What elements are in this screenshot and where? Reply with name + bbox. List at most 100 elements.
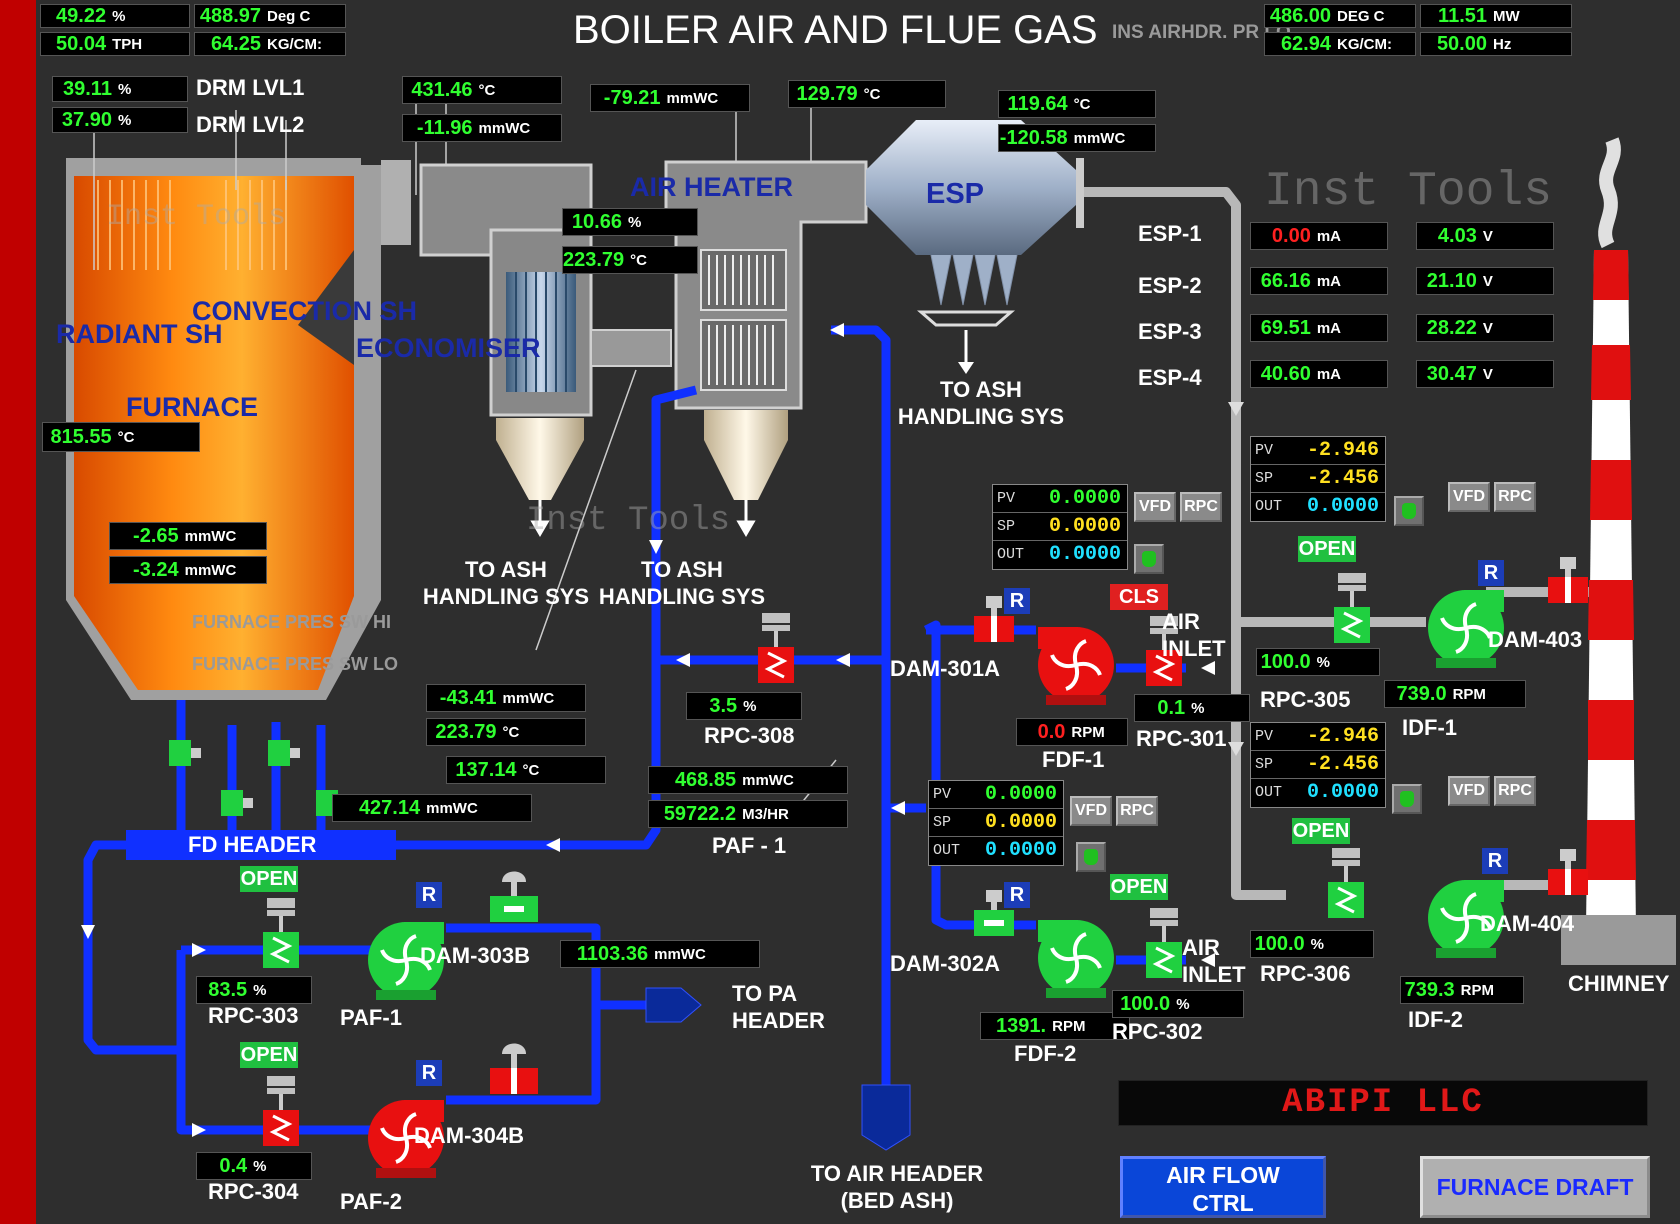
rpc304-valve [263, 1076, 299, 1146]
fdf2-rpc-button[interactable]: RPC [1116, 796, 1158, 826]
pid-out-label: OUT [1255, 784, 1283, 801]
rpc304-status-badge: OPEN [240, 1042, 298, 1068]
chimney [1561, 137, 1676, 965]
fdf2-out-value[interactable]: 0.0000 [984, 839, 1057, 862]
dam304b-label: DAM-304B [414, 1123, 525, 1148]
idf2-sp-value[interactable]: -2.456 [1306, 753, 1379, 776]
esp-out-temp-value: 119.64°C [998, 90, 1156, 118]
watermark-esp: Inst Tools [1264, 165, 1553, 219]
idf2-manual-hand-icon[interactable] [1392, 784, 1422, 814]
idf1-manual-hand-icon[interactable] [1394, 496, 1424, 526]
dam403-label: DAM-403 [1488, 627, 1583, 652]
idf2-label: IDF-2 [1408, 1007, 1463, 1032]
paf2-label: PAF-2 [340, 1189, 402, 1214]
pid-out-label: OUT [1255, 498, 1283, 515]
fdf2-rpm-value: 1391.RPM [980, 1012, 1130, 1040]
pid-out-label: OUT [933, 842, 961, 859]
fdf2-sp-value[interactable]: 0.0000 [984, 811, 1057, 834]
idf1-vfd-button[interactable]: VFD [1448, 482, 1490, 512]
pid-sp-label: SP [933, 814, 952, 831]
pid-pv-label: PV [1255, 728, 1274, 745]
idf1-pv-value: -2.946 [1306, 439, 1379, 462]
rpc302-label: RPC-302 [1112, 1019, 1203, 1044]
fdf2-pv-value: 0.0000 [984, 783, 1057, 806]
dam404-damper [1548, 849, 1588, 895]
rpc302-position-value: 100.0% [1112, 990, 1244, 1018]
alarm-ins-airhdr-pr-lo: INS AIRHDR. PR LO [1112, 22, 1291, 43]
dam303b-label: DAM-303B [420, 943, 531, 968]
drum-level-1-label: DRM LVL1 [196, 75, 305, 100]
pid-out-label: OUT [997, 546, 1025, 563]
fdf1-remote-badge: R [1004, 588, 1030, 614]
fdf1-label: FDF-1 [1042, 747, 1105, 772]
idf2-vfd-button[interactable]: VFD [1448, 776, 1490, 806]
fd-header-label: FD HEADER [188, 832, 317, 857]
idf2-out-value[interactable]: 0.0000 [1306, 781, 1379, 804]
air-flow-ctrl-button[interactable]: AIR FLOW CTRL [1120, 1156, 1326, 1218]
rpc301-label: RPC-301 [1136, 726, 1227, 751]
fdf1-rpc-button[interactable]: RPC [1180, 492, 1222, 522]
idf1-fan [1428, 590, 1504, 668]
idf1-remote-badge: R [1478, 560, 1504, 586]
furnace-pres-sw-lo-alarm: FURNACE PRES SW LO [192, 654, 399, 674]
fdf2-fan [1038, 920, 1114, 998]
rpc305-label: RPC-305 [1260, 687, 1351, 712]
fdf1-vfd-button[interactable]: VFD [1134, 492, 1176, 522]
rpc305-position-value: 100.0% [1256, 648, 1380, 676]
fdf1-manual-hand-icon[interactable] [1134, 544, 1164, 574]
paf1-label: PAF-1 [340, 1005, 402, 1030]
fdf2-remote-badge: R [1004, 882, 1030, 908]
idf2-pv-value: -2.946 [1306, 725, 1379, 748]
rpc306-label: RPC-306 [1260, 961, 1351, 986]
rpc303-status-badge: OPEN [240, 866, 298, 892]
sa-temp-value: 223.79°C [426, 718, 586, 746]
rpc303-position-value: 83.5% [196, 976, 312, 1004]
dam303b-damper [490, 871, 538, 922]
hmi-canvas: Inst Tools Inst Tools Inst Tools BOILER … [36, 0, 1680, 1224]
paf2-fan [368, 1100, 444, 1178]
o2-value: 10.66% [562, 208, 698, 236]
furnace-draft-button[interactable]: FURNACE DRAFT [1420, 1156, 1650, 1218]
dampers [169, 557, 1588, 1094]
esp-label: ESP [926, 178, 985, 210]
chimney-label: CHIMNEY [1568, 971, 1670, 996]
pa-temp-value: 137.14°C [446, 756, 606, 784]
fdf2-air-inlet-label: AIR INLET [1182, 935, 1246, 987]
idf1-out-value[interactable]: 0.0000 [1306, 495, 1379, 518]
fdf2-vfd-button[interactable]: VFD [1070, 796, 1112, 826]
idf1-sp-value[interactable]: -2.456 [1306, 467, 1379, 490]
fdf1-air-inlet-label: AIR INLET [1162, 609, 1226, 661]
rpc306-valve [1328, 848, 1364, 918]
fdf1-out-value[interactable]: 0.0000 [1048, 543, 1121, 566]
rpc304-label: RPC-304 [208, 1179, 299, 1204]
radiant-sh-label: RADIANT SH [56, 319, 223, 349]
idf1-rpc-button[interactable]: RPC [1494, 482, 1536, 512]
fdf2-manual-hand-icon[interactable] [1076, 842, 1106, 872]
fdf1-fan [1038, 627, 1114, 705]
fan-shapes [368, 590, 1504, 1178]
idf2-rpc-button[interactable]: RPC [1494, 776, 1536, 806]
fdf1-sp-value[interactable]: 0.0000 [1048, 515, 1121, 538]
left-red-strip [0, 0, 36, 1224]
paf1-remote-badge: R [416, 882, 442, 908]
dam302a-damper [974, 890, 1014, 936]
ah-out-temp-value: 223.79°C [562, 246, 698, 274]
esp-unit [866, 120, 1084, 374]
